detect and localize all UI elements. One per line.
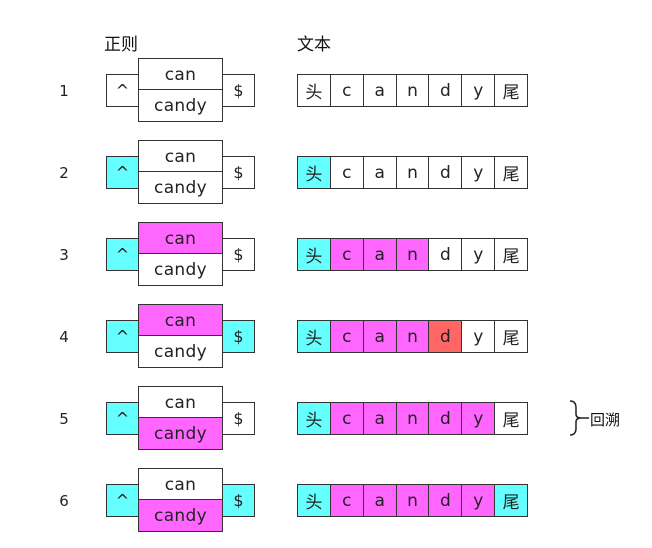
text-cell: d <box>429 321 463 352</box>
text-cell: c <box>330 485 364 516</box>
regex-caret-box: ^ <box>106 484 139 517</box>
regex-dollar-box: $ <box>222 320 255 353</box>
text-cell: a <box>363 485 397 516</box>
text-cell: y <box>462 403 496 434</box>
step-number: 4 <box>59 328 69 346</box>
text-cell: 尾 <box>495 403 528 434</box>
regex-alt-candy-box: candy <box>138 335 223 368</box>
regex-alt-candy-box: candy <box>138 89 223 122</box>
text-cell: a <box>363 321 397 352</box>
backtrack-label: 回溯 <box>590 411 621 429</box>
step-number: 1 <box>59 82 69 100</box>
text-cell: n <box>396 75 430 106</box>
regex-caret-box: ^ <box>106 402 139 435</box>
text-cell: a <box>363 403 397 434</box>
text-cell: 头 <box>298 239 331 270</box>
text-cell: c <box>330 239 364 270</box>
regex-caret-box: ^ <box>106 320 139 353</box>
text-cell: c <box>330 321 364 352</box>
regex-alt-candy-box: candy <box>138 417 223 450</box>
text-cell: d <box>429 403 463 434</box>
text-cell: n <box>396 239 430 270</box>
text-cell: 尾 <box>495 239 528 270</box>
text-cell: y <box>462 485 496 516</box>
text-cell: y <box>462 239 496 270</box>
text-cell: 尾 <box>495 75 528 106</box>
regex-alt-can-box: can <box>138 58 223 91</box>
step-number: 3 <box>59 246 69 264</box>
regex-alt-candy-box: candy <box>138 171 223 204</box>
text-cell: 头 <box>298 485 331 516</box>
regex-caret-box: ^ <box>106 74 139 107</box>
regex-alt-can-box: can <box>138 304 223 337</box>
regex-header: 正则 <box>104 35 138 55</box>
text-cell: 尾 <box>495 157 528 188</box>
text-cell: c <box>330 157 364 188</box>
regex-dollar-box: $ <box>222 156 255 189</box>
text-cell: c <box>330 75 364 106</box>
text-cell: n <box>396 157 430 188</box>
text-cell: d <box>429 485 463 516</box>
text-cell: n <box>396 485 430 516</box>
step-number: 5 <box>59 410 69 428</box>
text-header: 文本 <box>297 35 331 55</box>
regex-alt-can-box: can <box>138 222 223 255</box>
text-cell: y <box>462 75 496 106</box>
regex-alt-can-box: can <box>138 140 223 173</box>
text-cell: 头 <box>298 321 331 352</box>
text-cell: 头 <box>298 75 331 106</box>
text-cell: d <box>429 239 463 270</box>
text-cell: a <box>363 75 397 106</box>
step-number: 2 <box>59 164 69 182</box>
text-cell: n <box>396 403 430 434</box>
text-cell: c <box>330 403 364 434</box>
text-cell: 尾 <box>495 485 528 516</box>
text-cell: y <box>462 157 496 188</box>
text-cell: d <box>429 75 463 106</box>
text-cell: a <box>363 239 397 270</box>
text-cell: n <box>396 321 430 352</box>
text-cell: a <box>363 157 397 188</box>
text-cell: 头 <box>298 157 331 188</box>
text-cell: 尾 <box>495 321 528 352</box>
regex-caret-box: ^ <box>106 156 139 189</box>
step-number: 6 <box>59 492 69 510</box>
text-cell: d <box>429 157 463 188</box>
text-cell: 头 <box>298 403 331 434</box>
regex-caret-box: ^ <box>106 238 139 271</box>
regex-alt-can-box: can <box>138 468 223 501</box>
regex-alt-candy-box: candy <box>138 253 223 286</box>
regex-dollar-box: $ <box>222 74 255 107</box>
regex-alt-candy-box: candy <box>138 499 223 532</box>
regex-alt-can-box: can <box>138 386 223 419</box>
backtrack-brace-icon <box>569 400 589 436</box>
text-cell: y <box>462 321 496 352</box>
regex-dollar-box: $ <box>222 402 255 435</box>
regex-dollar-box: $ <box>222 238 255 271</box>
regex-dollar-box: $ <box>222 484 255 517</box>
